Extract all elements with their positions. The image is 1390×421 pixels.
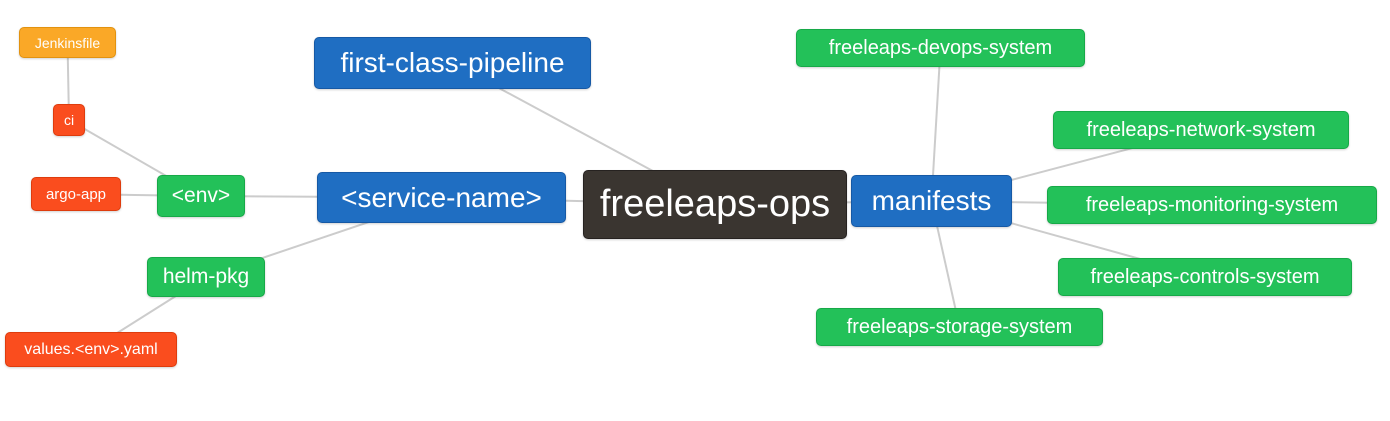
- node-freeleaps-ops-root[interactable]: freeleaps-ops: [583, 170, 847, 239]
- node-freeleaps-monitoring-system[interactable]: freeleaps-monitoring-system: [1047, 186, 1377, 224]
- node-freeleaps-controls-system[interactable]: freeleaps-controls-system: [1058, 258, 1352, 296]
- node-first-class-pipeline[interactable]: first-class-pipeline: [314, 37, 591, 89]
- node-argo-app[interactable]: argo-app: [31, 177, 121, 211]
- node-freeleaps-storage-system[interactable]: freeleaps-storage-system: [816, 308, 1103, 346]
- node-freeleaps-devops-system[interactable]: freeleaps-devops-system: [796, 29, 1085, 67]
- node-manifests[interactable]: manifests: [851, 175, 1012, 227]
- node-ci[interactable]: ci: [53, 104, 85, 136]
- node-jenkinsfile[interactable]: Jenkinsfile: [19, 27, 116, 58]
- node-values-env-yaml[interactable]: values.<env>.yaml: [5, 332, 177, 367]
- node-helm-pkg[interactable]: helm-pkg: [147, 257, 265, 297]
- node-env[interactable]: <env>: [157, 175, 245, 217]
- node-service-name[interactable]: <service-name>: [317, 172, 566, 223]
- node-freeleaps-network-system[interactable]: freeleaps-network-system: [1053, 111, 1349, 149]
